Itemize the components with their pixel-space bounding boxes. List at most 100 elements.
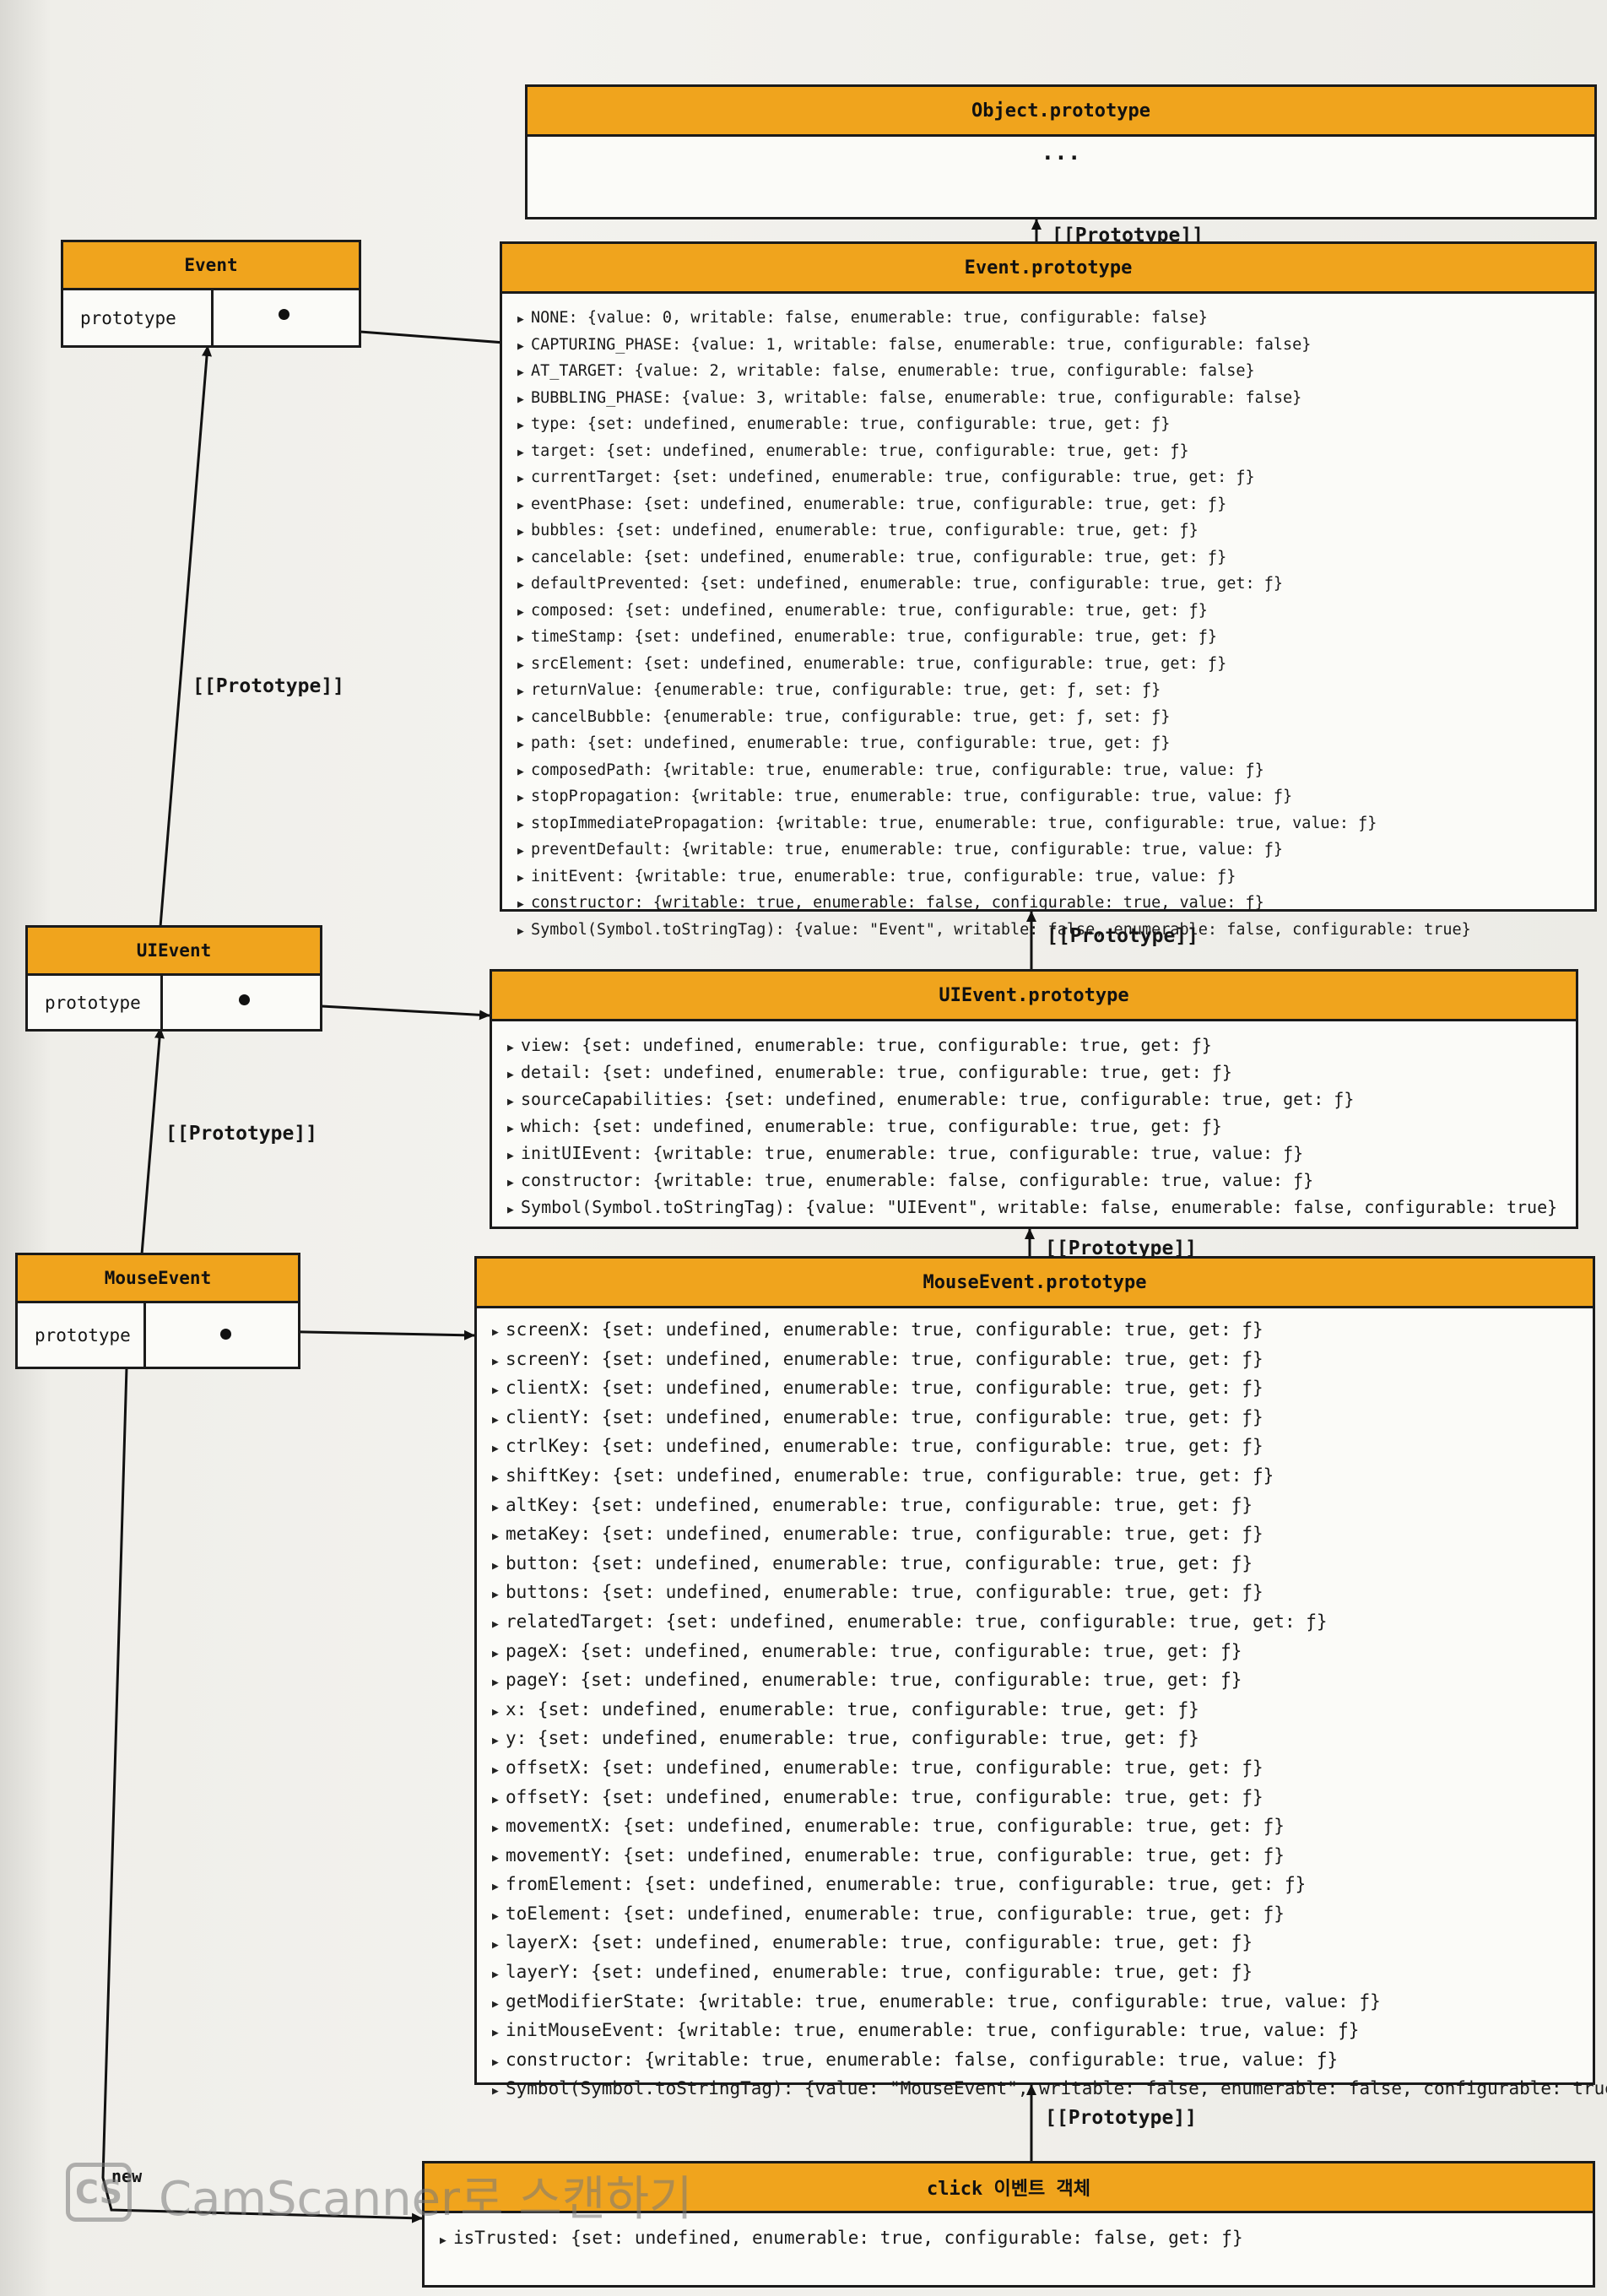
property-row: ▶initUIEvent: {writable: true, enumerabl… bbox=[507, 1141, 1561, 1168]
property-row: ▶currentTarget: {set: undefined, enumera… bbox=[517, 465, 1579, 492]
property-row: ▶getModifierState: {writable: true, enum… bbox=[492, 1989, 1577, 2018]
property-text: NONE: {value: 0, writable: false, enumer… bbox=[531, 309, 1208, 327]
property-row: ▶relatedTarget: {set: undefined, enumera… bbox=[492, 1609, 1577, 1638]
property-row: ▶type: {set: undefined, enumerable: true… bbox=[517, 412, 1579, 439]
property-row: ▶layerY: {set: undefined, enumerable: tr… bbox=[492, 1959, 1577, 1989]
expand-triangle-icon: ▶ bbox=[507, 1123, 514, 1135]
expand-triangle-icon: ▶ bbox=[517, 765, 524, 778]
event-constructor-prototype-label: prototype bbox=[63, 290, 214, 345]
property-row: ▶buttons: {set: undefined, enumerable: t… bbox=[492, 1579, 1577, 1609]
property-text: relatedTarget: {set: undefined, enumerab… bbox=[506, 1611, 1328, 1632]
expand-triangle-icon: ▶ bbox=[507, 1177, 514, 1189]
property-text: bubbles: {set: undefined, enumerable: tr… bbox=[531, 522, 1198, 539]
property-row: ▶returnValue: {enumerable: true, configu… bbox=[517, 678, 1579, 705]
property-text: timeStamp: {set: undefined, enumerable: … bbox=[531, 628, 1218, 646]
expand-triangle-icon: ▶ bbox=[517, 712, 524, 725]
property-text: initEvent: {writable: true, enumerable: … bbox=[531, 867, 1236, 885]
property-text: cancelable: {set: undefined, enumerable:… bbox=[531, 548, 1227, 566]
event-prototype-title: Event.prototype bbox=[502, 244, 1594, 294]
expand-triangle-icon: ▶ bbox=[492, 1793, 499, 1806]
property-row: ▶eventPhase: {set: undefined, enumerable… bbox=[517, 492, 1579, 519]
mouseevent-constructor-box: MouseEvent prototype bbox=[15, 1253, 300, 1369]
property-text: movementY: {set: undefined, enumerable: … bbox=[506, 1844, 1285, 1866]
expand-triangle-icon: ▶ bbox=[492, 1676, 499, 1690]
property-row: ▶constructor: {writable: true, enumerabl… bbox=[517, 891, 1579, 918]
property-text: initUIEvent: {writable: true, enumerable… bbox=[521, 1143, 1304, 1163]
expand-triangle-icon: ▶ bbox=[517, 552, 524, 566]
property-text: isTrusted: {set: undefined, enumerable: … bbox=[453, 2228, 1243, 2248]
expand-triangle-icon: ▶ bbox=[517, 579, 524, 592]
property-text: movementX: {set: undefined, enumerable: … bbox=[506, 1816, 1285, 1837]
property-text: constructor: {writable: true, enumerable… bbox=[531, 894, 1264, 912]
expand-triangle-icon: ▶ bbox=[517, 366, 524, 379]
property-text: button: {set: undefined, enumerable: tru… bbox=[506, 1552, 1253, 1573]
proto-arrow-mouseevent-to-uievent-ctor bbox=[140, 1027, 165, 1255]
property-row: ▶Symbol(Symbol.toStringTag): {value: "UI… bbox=[507, 1195, 1561, 1222]
mouseevent-prototype-title: MouseEvent.prototype bbox=[477, 1259, 1593, 1308]
property-text: preventDefault: {writable: true, enumera… bbox=[531, 841, 1284, 858]
object-prototype-ellipsis: ... bbox=[1041, 140, 1081, 165]
property-text: detail: {set: undefined, enumerable: tru… bbox=[521, 1062, 1232, 1082]
expand-triangle-icon: ▶ bbox=[517, 792, 524, 804]
property-text: Symbol(Symbol.toStringTag): {value: "UIE… bbox=[521, 1197, 1558, 1217]
property-text: fromElement: {set: undefined, enumerable… bbox=[506, 1874, 1307, 1895]
property-row: ▶ bubbles: {set: undefined, enumerable: t… bbox=[517, 518, 1579, 545]
property-row: ▶ cancelable: {set: undefined, enumerable… bbox=[517, 545, 1579, 572]
mouseevent-prototype-props: ▶screenX: {set: undefined, enumerable: t… bbox=[477, 1308, 1607, 2114]
property-text: shiftKey: {set: undefined, enumerable: t… bbox=[506, 1465, 1274, 1486]
property-row: ▶detail: {set: undefined, enumerable: tr… bbox=[507, 1060, 1561, 1087]
expand-triangle-icon: ▶ bbox=[507, 1096, 514, 1108]
expand-triangle-icon: ▶ bbox=[517, 632, 524, 645]
property-row: ▶clientY: {set: undefined, enumerable: t… bbox=[492, 1405, 1577, 1434]
event-constructor-box: Event prototype bbox=[61, 240, 361, 348]
property-row: ▶offsetX: {set: undefined, enumerable: t… bbox=[492, 1755, 1577, 1784]
property-text: metaKey: {set: undefined, enumerable: tr… bbox=[506, 1524, 1263, 1545]
proto-arrow-uievent-to-event-ctor bbox=[159, 345, 213, 928]
property-row: ▶ clientX: {set: undefined, enumerable: t… bbox=[492, 1375, 1577, 1405]
property-text: stopImmediatePropagation: {writable: tru… bbox=[531, 814, 1377, 832]
uievent-prototype-props: ▶view: {set: undefined, enumerable: true… bbox=[492, 1021, 1576, 1231]
property-row: ▶ offsetY: {set: undefined, enumerable: t… bbox=[492, 1784, 1577, 1814]
property-row: ▶initEvent: {writable: true, enumerable:… bbox=[517, 864, 1579, 891]
property-text: getModifierState: {writable: true, enume… bbox=[506, 1990, 1381, 2012]
expand-triangle-icon: ▶ bbox=[517, 526, 524, 539]
proto-label-uievent: [[Prototype]] bbox=[1047, 925, 1199, 947]
expand-triangle-icon: ▶ bbox=[492, 2055, 499, 2069]
property-text: y: {set: undefined, enumerable: true, co… bbox=[506, 1728, 1199, 1749]
mouseevent-constructor-prototype-label: prototype bbox=[18, 1303, 146, 1367]
property-row: ▶ constructor: {writable: true, enumerabl… bbox=[507, 1168, 1561, 1195]
property-text: which: {set: undefined, enumerable: true… bbox=[521, 1116, 1222, 1136]
property-row: ▶Symbol(Symbol.toStringTag): {value: "Ev… bbox=[517, 918, 1579, 945]
property-text: constructor: {writable: true, enumerable… bbox=[506, 2049, 1339, 2070]
camscanner-logo: CS bbox=[66, 2163, 132, 2222]
property-text: layerY: {set: undefined, enumerable: tru… bbox=[506, 1962, 1253, 1983]
property-row: ▶Symbol(Symbol.toStringTag): {value: "Mo… bbox=[492, 2076, 1607, 2105]
property-text: constructor: {writable: true, enumerable… bbox=[521, 1170, 1314, 1190]
property-row: ▶stopPropagation: {writable: true, enume… bbox=[517, 784, 1579, 811]
property-row: ▶ screenY: {set: undefined, enumerable: t… bbox=[492, 1346, 1577, 1376]
uievent-prototype-box: UIEvent.prototype ▶view: {set: undefined… bbox=[490, 969, 1578, 1229]
expand-triangle-icon: ▶ bbox=[517, 393, 524, 406]
property-text: clientX: {set: undefined, enumerable: tr… bbox=[506, 1378, 1263, 1399]
property-text: CAPTURING_PHASE: {value: 1, writable: fa… bbox=[531, 335, 1312, 354]
property-text: returnValue: {enumerable: true, configur… bbox=[531, 681, 1161, 699]
expand-triangle-icon: ▶ bbox=[492, 1355, 499, 1368]
property-row: ▶x: {set: undefined, enumerable: true, c… bbox=[492, 1697, 1577, 1726]
property-text: offsetY: {set: undefined, enumerable: tr… bbox=[506, 1786, 1263, 1807]
expand-triangle-icon: ▶ bbox=[492, 1384, 499, 1398]
property-row: ▶toElement: {set: undefined, enumerable:… bbox=[492, 1901, 1577, 1930]
property-text: eventPhase: {set: undefined, enumerable:… bbox=[531, 495, 1227, 513]
property-row: ▶pageX: {set: undefined, enumerable: tru… bbox=[492, 1638, 1577, 1668]
property-text: composed: {set: undefined, enumerable: t… bbox=[531, 601, 1208, 620]
property-row: ▶preventDefault: {writable: true, enumer… bbox=[517, 837, 1579, 864]
property-row: ▶initMouseEvent: {writable: true, enumer… bbox=[492, 2017, 1577, 2047]
uievent-prototype-title: UIEvent.prototype bbox=[492, 972, 1576, 1021]
property-row: ▶ constructor: {writable: true, enumerabl… bbox=[492, 2047, 1577, 2077]
expand-triangle-icon: ▶ bbox=[492, 1881, 499, 1894]
property-row: ▶composedPath: {writable: true, enumerab… bbox=[517, 758, 1579, 785]
uievent-constructor-box: UIEvent prototype bbox=[25, 925, 322, 1032]
property-text: target: {set: undefined, enumerable: tru… bbox=[531, 441, 1189, 460]
click-event-object-title: click 이벤트 객체 bbox=[425, 2163, 1593, 2213]
expand-triangle-icon: ▶ bbox=[492, 2085, 499, 2098]
property-text: screenY: {set: undefined, enumerable: tr… bbox=[506, 1348, 1263, 1369]
